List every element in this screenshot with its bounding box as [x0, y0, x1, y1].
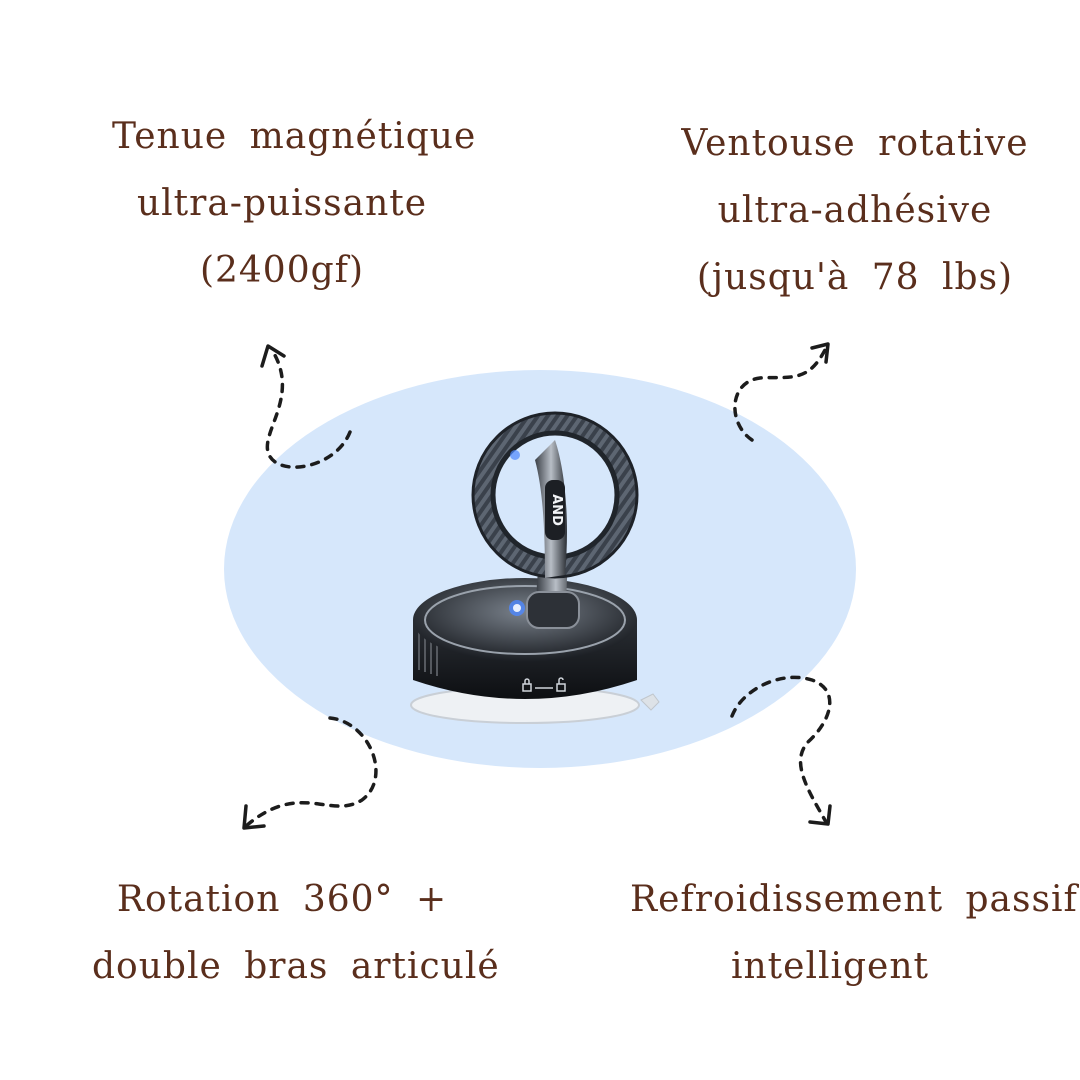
- release-tab: [640, 693, 660, 711]
- arrow-icon: [265, 348, 352, 469]
- brand-mark: AND: [549, 494, 564, 526]
- feature-line: double bras articulé: [92, 946, 500, 987]
- arrow-icon: [808, 804, 832, 826]
- feature-line: ultra-adhésive: [717, 190, 993, 231]
- arrow-icon: [244, 716, 378, 828]
- feature-line: Ventouse rotative: [681, 123, 1029, 164]
- arrow-icon: [730, 675, 832, 824]
- feature-line: ultra-puissante: [136, 183, 428, 224]
- arrow-icon: [242, 804, 266, 830]
- feature-line: (jusqu'à 78 lbs): [696, 257, 1014, 298]
- feature-line: Tenue magnétique: [112, 116, 477, 157]
- feature-suction-cup: Ventouse rotative ultra-adhésive (jusqu'…: [680, 110, 1030, 311]
- base-top: [413, 578, 637, 662]
- arrow-icon: [260, 344, 286, 368]
- feature-magnetic-hold: Tenue magnétique ultra-puissante (2400gf…: [112, 103, 477, 304]
- feature-line: Refroidissement passif: [630, 879, 1078, 920]
- unlock-icon: [556, 683, 566, 692]
- feature-line: Rotation 360° +: [116, 879, 448, 920]
- product-image: AND: [410, 411, 660, 724]
- arrow-icon: [810, 342, 830, 364]
- feature-cooling: Refroidissement passif intelligent: [630, 866, 1078, 1000]
- feature-line: (2400gf): [199, 250, 365, 291]
- feature-rotation: Rotation 360° + double bras articulé: [92, 866, 500, 1000]
- arrow-icon: [733, 346, 828, 442]
- lock-icon: [522, 683, 532, 692]
- arm-joint-lower: [526, 591, 580, 629]
- feature-line: intelligent: [730, 946, 929, 987]
